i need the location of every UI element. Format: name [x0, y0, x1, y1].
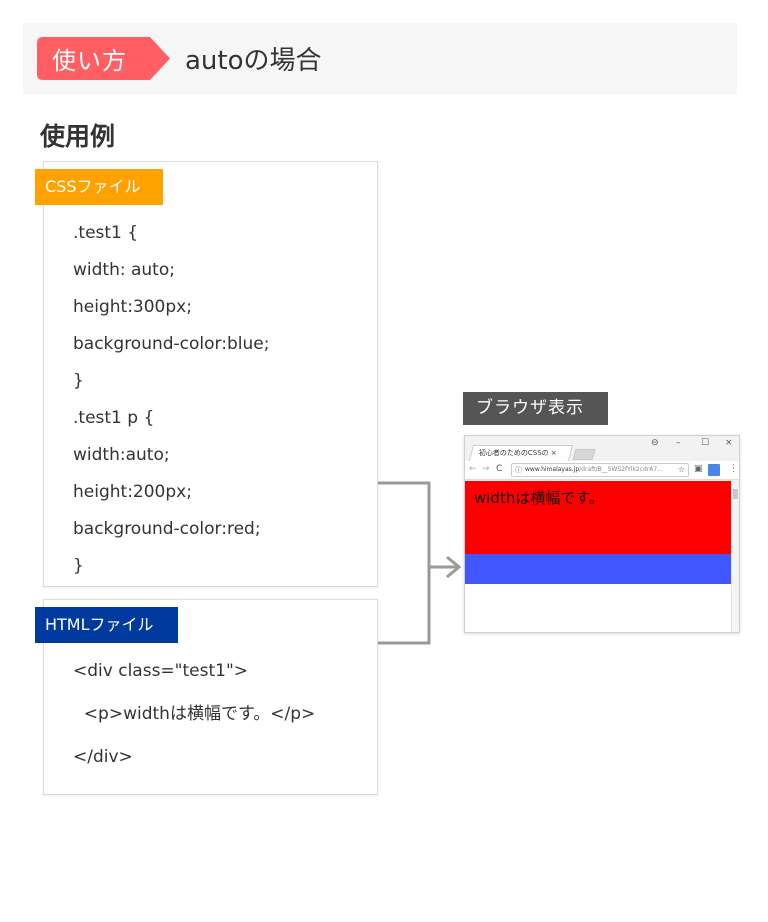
- badge-arrow-shape: [37, 37, 170, 80]
- camera-extension-icon[interactable]: ▣: [694, 464, 703, 474]
- browser-display-label: ブラウザ表示: [463, 392, 608, 425]
- close-icon[interactable]: ×: [725, 438, 733, 448]
- blue-div-block: [465, 554, 733, 584]
- red-paragraph-block: widthは横幅です。: [465, 481, 733, 554]
- info-icon: ⓘ: [515, 466, 522, 474]
- page-title: autoの場合: [185, 46, 322, 76]
- browser-toolbar: ← → C ⓘ www.himalayas.jp/draft/B__SWS2fY…: [465, 461, 739, 480]
- code-line: height:300px;: [73, 297, 192, 317]
- back-icon[interactable]: ←: [469, 464, 477, 474]
- new-extension-icon[interactable]: [708, 464, 720, 476]
- forward-icon[interactable]: →: [482, 464, 490, 474]
- code-line: background-color:red;: [73, 519, 261, 539]
- tab-title: 初心者のためのCSSの ×: [478, 449, 557, 457]
- css-file-label: CSSファイル: [35, 169, 163, 205]
- reload-icon[interactable]: C: [496, 464, 503, 474]
- minimize-icon[interactable]: –: [676, 438, 681, 448]
- scroll-thumb[interactable]: [733, 489, 738, 499]
- bookmark-star-icon[interactable]: ☆: [677, 465, 685, 474]
- code-line: height:200px;: [73, 482, 192, 502]
- menu-icon[interactable]: ⋮: [729, 464, 738, 474]
- html-file-label: HTMLファイル: [35, 607, 178, 643]
- section-title: 使用例: [40, 122, 116, 151]
- maximize-icon[interactable]: ☐: [701, 438, 710, 448]
- browser-window: 初心者のためのCSSの × ⊖ – ☐ × ← → C ⓘ www.himala…: [464, 435, 740, 633]
- code-line: }: [73, 371, 84, 391]
- code-line: <div class="test1">: [73, 661, 249, 681]
- browser-viewport: widthは横幅です。: [465, 481, 733, 632]
- code-line: }: [73, 556, 84, 576]
- css-code-box: [43, 161, 378, 587]
- scrollbar[interactable]: [731, 481, 739, 632]
- code-line: background-color:blue;: [73, 334, 270, 354]
- header-bar: 使い方 autoの場合: [23, 23, 737, 94]
- code-line: width:auto;: [73, 445, 170, 465]
- code-line: width: auto;: [73, 260, 175, 280]
- url-domain: www.himalayas.jp: [525, 466, 580, 473]
- code-line: .test1 {: [73, 223, 139, 243]
- usage-badge: 使い方: [37, 37, 170, 80]
- badge-label: 使い方: [52, 47, 127, 75]
- html-code: <div class="test1"> <p>widthは横幅です。</p> <…: [73, 658, 315, 787]
- code-line: <p>widthは横幅です。</p>: [73, 704, 316, 724]
- new-tab-button[interactable]: [572, 449, 596, 460]
- address-bar[interactable]: ⓘ www.himalayas.jp/draft/B__SWS2fYlk2cdr…: [511, 463, 689, 477]
- css-code: .test1 { width: auto; height:300px; back…: [73, 220, 269, 590]
- paragraph-text: widthは横幅です。: [474, 489, 604, 507]
- code-line: .test1 p {: [73, 408, 155, 428]
- url-path: /draft/B__SWS2fYlk2cdrA7...: [579, 466, 663, 473]
- browser-tab[interactable]: 初心者のためのCSSの ×: [468, 445, 574, 461]
- code-line: </div>: [73, 747, 133, 767]
- profile-icon[interactable]: ⊖: [651, 438, 659, 448]
